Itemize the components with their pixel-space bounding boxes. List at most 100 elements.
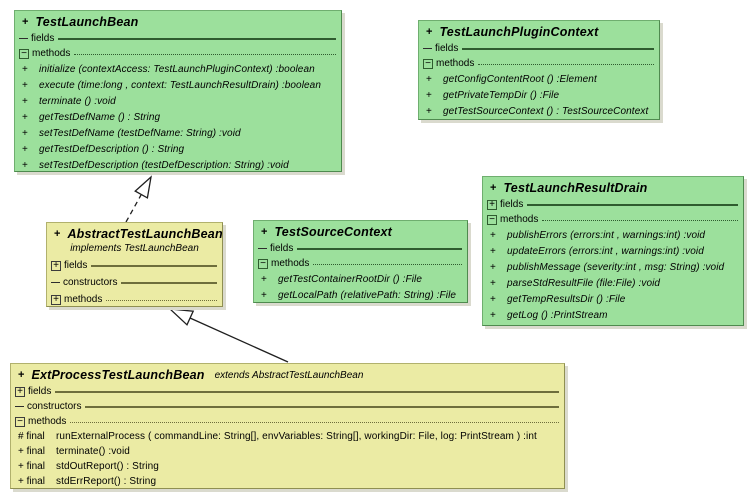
member-row: +getPrivateTempDir () :File: [419, 87, 659, 103]
class-name: TestSourceContext: [274, 225, 392, 239]
member-visibility: +: [490, 261, 496, 273]
section-label: methods: [271, 258, 310, 269]
member-row: +getLog () :PrintStream: [483, 307, 743, 323]
empty-section-dash-icon: [51, 282, 60, 283]
member-signature: stdOutReport() : String: [56, 461, 159, 472]
member-visibility: +: [426, 73, 432, 85]
section-rule: [91, 265, 217, 267]
member-signature: publishMessage (severity:int , msg: Stri…: [507, 261, 725, 273]
member-row: +getLocalPath (relativePath: String) :Fi…: [254, 287, 467, 302]
expander-minus-icon[interactable]: −: [15, 416, 25, 427]
expander-plus-icon[interactable]: +: [51, 294, 61, 305]
member-signature: setTestDefDescription (testDefDescriptio…: [39, 159, 289, 171]
section-header-fields: fields: [419, 41, 659, 56]
class-title: + TestLaunchResultDrain: [483, 177, 743, 197]
member-row: +getTempResultsDir () :File: [483, 291, 743, 307]
member-visibility: +: [22, 159, 28, 171]
class-name: AbstractTestLaunchBean: [67, 227, 223, 241]
section-header-methods: −methods: [419, 56, 659, 71]
section-rule: [55, 391, 559, 393]
expander-minus-icon[interactable]: −: [423, 58, 433, 69]
member-visibility: # final: [18, 431, 45, 442]
empty-section-dash-icon: [258, 248, 267, 249]
class-name: TestLaunchBean: [35, 15, 139, 29]
section-label: fields: [28, 386, 52, 397]
section-header-constructors: constructors: [47, 274, 222, 291]
member-row: + setTestDefName (testDefName: String) :v…: [15, 125, 341, 141]
expander-minus-icon[interactable]: −: [19, 48, 29, 59]
member-visibility: +: [22, 143, 28, 155]
member-row: +updateErrors (errors:int , warnings:int…: [483, 243, 743, 259]
class-name: TestLaunchPluginContext: [439, 25, 599, 39]
member-row: + publishMessage (severity:int , msg: Str…: [483, 259, 743, 275]
member-signature: getTempResultsDir () :File: [507, 293, 626, 305]
visibility-marker: +: [261, 226, 268, 238]
class-title: + TestLaunchPluginContext: [419, 21, 659, 41]
visibility-marker: +: [426, 26, 433, 38]
member-visibility: +: [426, 105, 432, 117]
member-signature: getConfigContentRoot () :Element: [443, 73, 597, 85]
member-visibility: +: [261, 289, 267, 301]
section-header-fields: fields: [254, 241, 467, 256]
section-header-methods: −methods: [254, 256, 467, 271]
expander-minus-icon[interactable]: −: [258, 258, 268, 269]
member-row: +initialize (contextAccess: TestLaunchPl…: [15, 61, 341, 77]
member-visibility: +: [490, 229, 496, 241]
section-rule: [542, 219, 738, 221]
extends-arrow: [168, 308, 289, 363]
member-signature: setTestDefName (testDefName: String) :vo…: [39, 127, 241, 139]
member-row: + getTestSourceContext () : TestSourceCon…: [419, 103, 659, 119]
member-visibility: + final: [18, 446, 45, 457]
member-visibility: + final: [18, 461, 45, 472]
member-visibility: +: [490, 245, 496, 257]
member-visibility: +: [22, 127, 28, 139]
empty-section-dash-icon: [423, 48, 432, 49]
section-rule: [527, 204, 738, 206]
expander-plus-icon[interactable]: +: [487, 199, 497, 210]
expander-plus-icon[interactable]: +: [15, 386, 25, 397]
member-signature: terminate() :void: [56, 446, 130, 457]
visibility-marker: +: [490, 182, 497, 194]
class-name: TestLaunchResultDrain: [503, 181, 648, 195]
member-visibility: +: [261, 273, 267, 285]
section-header-fields: fields: [15, 31, 341, 46]
member-signature: initialize (contextAccess: TestLaunchPlu…: [39, 63, 315, 75]
section-label: methods: [28, 416, 67, 427]
member-visibility: +: [22, 79, 28, 91]
member-visibility: +: [490, 277, 496, 289]
class-title: + TestSourceContext: [254, 221, 467, 241]
class-title: +AbstractTestLaunchBean: [47, 223, 222, 243]
section-rule: [462, 48, 654, 50]
section-rule: [121, 282, 217, 284]
member-signature: getTestDefDescription () : String: [39, 143, 185, 155]
section-label: methods: [64, 294, 103, 305]
member-visibility: + final: [18, 476, 45, 487]
section-rule: [85, 406, 559, 408]
extends-label: extends AbstractTestLaunchBean: [214, 369, 364, 381]
section-label: fields: [270, 243, 294, 254]
implements-triangle-head-icon: [134, 175, 152, 199]
class-box-testlaunchresultdrain[interactable]: +TestLaunchResultDrain+fields−methods+pu…: [482, 176, 744, 326]
section-rule: [313, 263, 462, 265]
member-signature: getTestContainerRootDir () :File: [278, 273, 422, 285]
member-row: + final terminate() :void: [11, 444, 564, 459]
section-rule: [74, 53, 336, 55]
member-visibility: +: [22, 111, 28, 123]
class-title: +TestLaunchBean: [15, 11, 341, 31]
section-rule: [70, 421, 559, 423]
section-label: methods: [436, 58, 475, 69]
section-label: methods: [32, 48, 71, 59]
expander-minus-icon[interactable]: −: [487, 214, 497, 225]
section-rule: [478, 63, 654, 65]
section-header-methods: +methods: [47, 291, 222, 306]
expander-plus-icon[interactable]: +: [51, 260, 61, 271]
section-header-methods: −methods: [11, 414, 564, 429]
member-signature: getTestSourceContext () : TestSourceCont…: [443, 105, 649, 117]
member-signature: getPrivateTempDir () :File: [443, 89, 560, 101]
